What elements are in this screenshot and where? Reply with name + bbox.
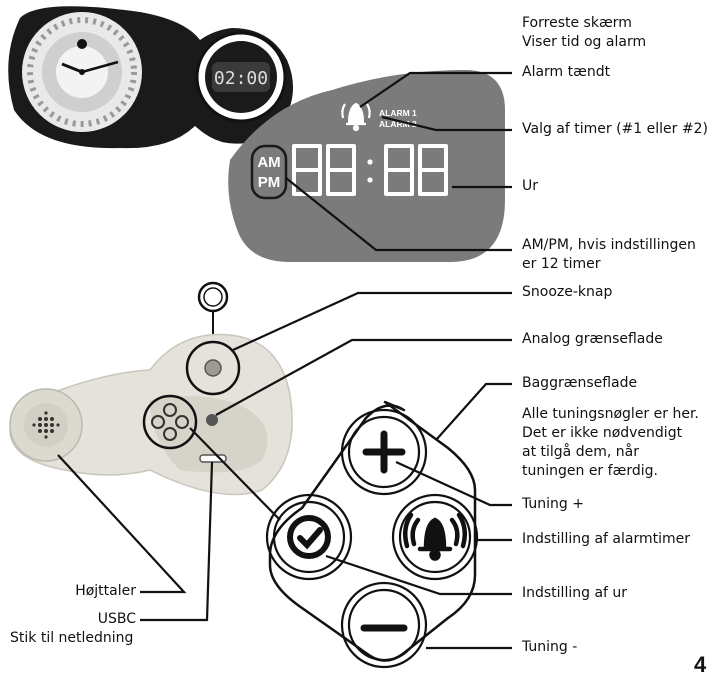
am-text: AM — [257, 154, 280, 171]
device-illustration — [9, 281, 293, 496]
back-panel-diamond — [265, 400, 479, 669]
ampm-pill — [250, 144, 288, 200]
snooze-ring-outer — [197, 281, 229, 313]
label-tuning-plus: Tuning + — [522, 496, 585, 512]
label-snooze: Snooze-knap — [522, 284, 613, 300]
bell-icon — [402, 512, 468, 561]
snooze-ring-inner — [203, 287, 223, 307]
speaker-grille-icon — [32, 411, 60, 439]
label-clock-setting: Indstilling af ur — [522, 585, 628, 601]
label-back-panel-desc: Alle tuningsnøgler er her. Det er ikke n… — [522, 406, 699, 479]
colon-dot-top — [367, 159, 373, 165]
pm-text: PM — [258, 174, 281, 191]
clock-photo — [8, 6, 294, 149]
small-display-time: 02:00 — [214, 68, 268, 89]
colon-dot-bottom — [367, 177, 373, 183]
label-analog: Analog grænseflade — [522, 331, 663, 347]
label-power-socket: Stik til netledning — [10, 630, 134, 646]
alarm1-text: ALARM 1 — [379, 108, 417, 118]
label-tuning-minus: Tuning - — [522, 639, 578, 655]
label-front-screen: Forreste skærm Viser tid og alarm — [522, 15, 647, 50]
alarm2-text: ALARM 2 — [379, 119, 417, 129]
clock-icon — [287, 515, 331, 559]
label-usbc: USBC — [97, 611, 136, 627]
label-ampm: AM/PM, hvis indstillingen er 12 timer — [522, 237, 696, 272]
plus-icon — [362, 430, 406, 474]
label-clock: Ur — [522, 178, 539, 194]
alarm-bell-icon — [341, 102, 371, 132]
label-timer-choice: Valg af timer (#1 eller #2) — [522, 121, 708, 137]
display-panel — [228, 70, 505, 262]
label-back-panel: Baggrænseflade — [522, 375, 638, 391]
callout-lines-top — [285, 71, 512, 252]
callout-lines-bottom — [57, 291, 512, 650]
page-number: 4 — [694, 652, 707, 677]
label-alarm-on: Alarm tændt — [522, 64, 611, 80]
label-speaker: Højttaler — [75, 583, 136, 599]
label-alarm-timer-setting: Indstilling af alarmtimer — [522, 531, 690, 547]
